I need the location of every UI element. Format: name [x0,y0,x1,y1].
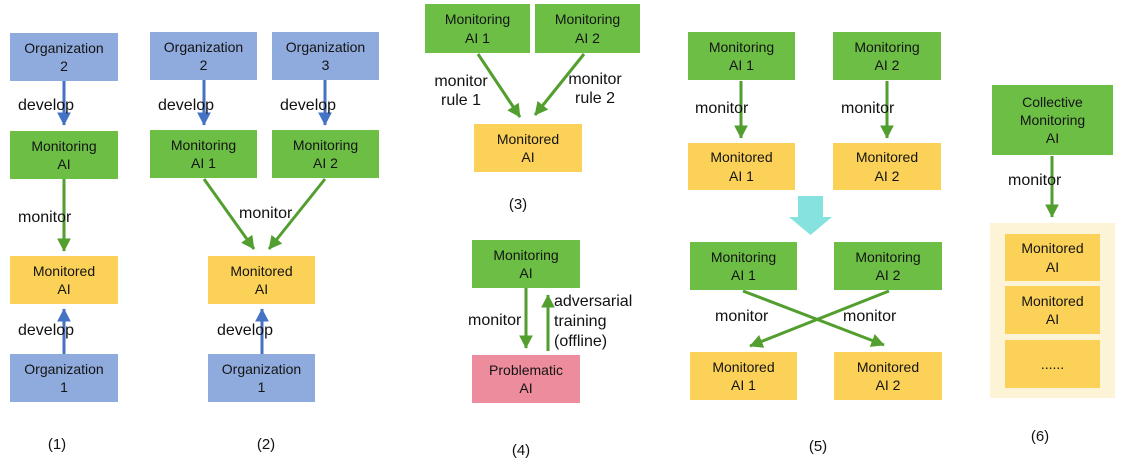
d5-top-monitor-left-label: monitor [695,100,749,117]
d5-bottom-monitor-left-label: monitor [715,308,769,325]
d1-monitor-label: monitor [18,209,72,226]
d3-monitor-rule-1-label: monitor rule 1 [434,73,488,109]
d1-organization-1-box: Organization 1 [10,354,118,402]
d5-top-monitoring-ai-2-box: Monitoring AI 2 [833,32,941,80]
d3-monitor-rule1-arrow [476,53,522,118]
d2-organization-3-box: Organization 3 [272,32,379,80]
d3-monitored-ai-box: Monitored AI [474,124,582,172]
d4-problematic-ai-box: Problematic AI [472,355,580,403]
d3-monitor-rule-2-label: monitor rule 2 [568,71,622,107]
d1-develop-bottom-label: develop [18,322,75,339]
d1-develop-top-label: develop [18,97,75,114]
d5-bottom-monitored-ai-1-box: Monitored AI 1 [690,352,797,400]
d4-adversarial-training-label: adversarial training (offline) [554,293,633,350]
d4-monitoring-ai-box: Monitoring AI [472,240,580,288]
d2-monitor-right-arrow [267,178,327,250]
d1-monitoring-ai-box: Monitoring AI [10,131,118,179]
d5-top-monitor-right-label: monitor [841,100,895,117]
d4-monitor-label: monitor [468,312,522,329]
d6-monitored-ai-box-2: Monitored AI [1005,286,1100,334]
d2-monitor-label: monitor [239,205,293,222]
d3-monitoring-ai-1-box: Monitoring AI 1 [425,4,530,53]
d5-bottom-monitoring-ai-2-box: Monitoring AI 2 [834,242,942,290]
d1-caption: (1) [47,436,67,453]
d6-caption: (6) [1030,428,1050,445]
d5-top-monitoring-ai-1-box: Monitoring AI 1 [688,32,795,80]
d5-bottom-monitored-ai-2-box: Monitored AI 2 [834,352,942,400]
d2-develop-bottom-label: develop [217,322,274,339]
d6-collective-monitoring-ai-box: Collective Monitoring AI [992,85,1113,155]
d5-transition-arrow [789,196,832,235]
d6-monitored-ai-box-1: Monitored AI [1005,234,1100,281]
d5-caption: (5) [808,438,828,455]
d3-caption: (3) [508,196,528,213]
d1-monitored-ai-box: Monitored AI [10,256,118,304]
d2-monitored-ai-box: Monitored AI [208,256,315,304]
d2-monitoring-ai-1-box: Monitoring AI 1 [150,130,257,178]
d6-monitor-label: monitor [1008,172,1062,189]
d2-organization-1-box: Organization 1 [208,354,315,402]
d5-top-monitored-ai-2-box: Monitored AI 2 [833,143,941,190]
d2-monitor-left-arrow [202,178,256,250]
d5-bottom-cross-arrow-right-to-left [749,289,890,348]
d2-develop-left-label: develop [158,97,215,114]
d2-monitoring-ai-2-box: Monitoring AI 2 [272,130,379,178]
d3-monitor-rule2-arrow [533,53,586,116]
d5-bottom-cross-arrow-left-to-right [742,289,885,347]
d4-caption: (4) [511,442,531,459]
d5-top-monitored-ai-1-box: Monitored AI 1 [688,143,795,190]
d2-caption: (2) [256,436,276,453]
d3-monitoring-ai-2-box: Monitoring AI 2 [535,4,640,53]
d2-organization-2-box: Organization 2 [150,32,257,80]
d1-organization-2-box: Organization 2 [10,33,118,81]
d6-monitored-ai-ellipsis-box: ...... [1005,340,1100,388]
d5-bottom-monitoring-ai-1-box: Monitoring AI 1 [690,242,797,290]
d5-bottom-monitor-right-label: monitor [843,308,897,325]
d2-develop-right-label: develop [280,97,337,114]
